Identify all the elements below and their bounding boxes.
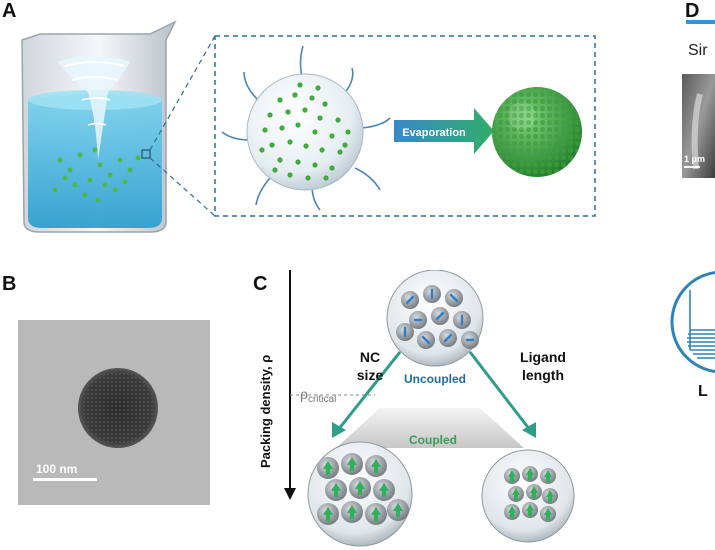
svg-text:100 nm: 100 nm (36, 462, 77, 476)
coupled-sphere-ligand-length (481, 449, 575, 543)
panel-d-schematic: L (670, 270, 715, 400)
droplet (221, 45, 391, 211)
panel-label-d: D (685, 0, 700, 22)
beaker (21, 20, 177, 233)
panel-label-c: C (253, 273, 268, 295)
uncoupled-label: Uncoupled (404, 372, 466, 386)
panel-label-a: A (2, 0, 17, 22)
panel-d-text-fragment: Sir (688, 42, 708, 59)
svg-text:length: length (522, 367, 564, 383)
sem-image: 1 μm (682, 74, 715, 178)
supraparticle (492, 87, 582, 177)
svg-text:1 μm: 1 μm (684, 154, 705, 164)
coupled-sphere-nc-size (307, 441, 413, 547)
svg-text:L: L (698, 383, 708, 400)
svg-text:Ligand: Ligand (520, 349, 566, 365)
y-axis-label: Packing density, ρ (258, 355, 273, 468)
zoom-frame (214, 35, 596, 217)
uncoupled-sphere (386, 270, 484, 367)
svg-text:size: size (357, 367, 384, 383)
panel-c-figure: Packing density, ρ ρcritical NC size Lig… (258, 270, 575, 547)
rho-critical-label: ρcritical (300, 386, 336, 405)
tem-image: 100 nm (18, 320, 210, 505)
panel-d-color-bar (686, 20, 715, 24)
panel-label-b: B (2, 273, 17, 295)
evaporation-arrow: Evaporation (394, 108, 494, 154)
svg-text:NC: NC (360, 349, 380, 365)
panel-a-figure: Evaporation (21, 20, 596, 233)
svg-text:Evaporation: Evaporation (402, 127, 466, 139)
coupled-label: Coupled (409, 433, 457, 447)
